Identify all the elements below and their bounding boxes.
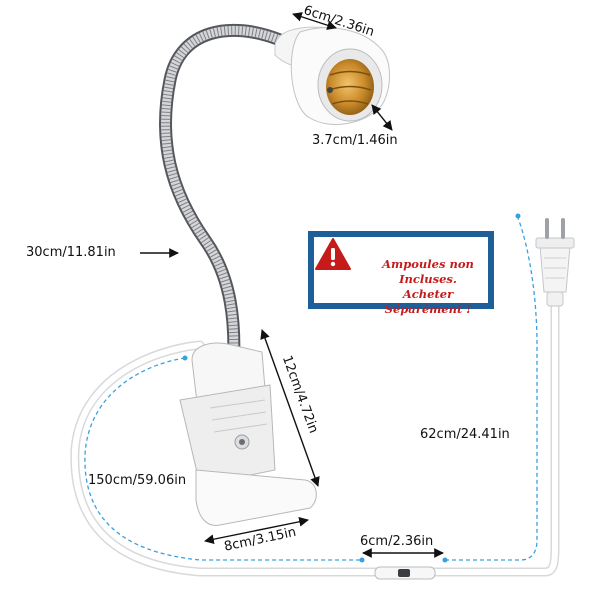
warning-triangle-icon	[315, 238, 351, 270]
cable-dimension-dot	[442, 557, 448, 563]
cable-dimension-dot	[515, 213, 521, 219]
dimension-arrows	[140, 12, 444, 558]
notice-line-2: Acheter Séparément !	[384, 287, 472, 316]
inline-switch	[374, 566, 436, 580]
notice-text: Ampoules non Incluses. Acheter Séparémen…	[366, 257, 490, 317]
cable-dimension-guides	[84, 217, 538, 561]
cable-dimension-dot	[359, 557, 365, 563]
gooseneck-length-label: 30cm/11.81in	[26, 245, 116, 260]
notice-line-1: Ampoules non Incluses.	[382, 257, 474, 286]
cable-length-label: 150cm/59.06in	[88, 473, 187, 488]
socket-depth-label: 3.7cm/1.46in	[312, 133, 398, 148]
cable-dimension-dot	[182, 355, 188, 361]
gooseneck-arm	[159, 23, 287, 392]
plug	[535, 218, 575, 307]
plug-cable-length-label: 62cm/24.41in	[420, 427, 510, 442]
switch-length-label: 6cm/2.36in	[360, 534, 434, 549]
bulb-not-included-notice: Ampoules non Incluses. Acheter Séparémen…	[308, 231, 494, 316]
lamp-socket	[274, 26, 390, 125]
power-cable	[70, 295, 560, 577]
